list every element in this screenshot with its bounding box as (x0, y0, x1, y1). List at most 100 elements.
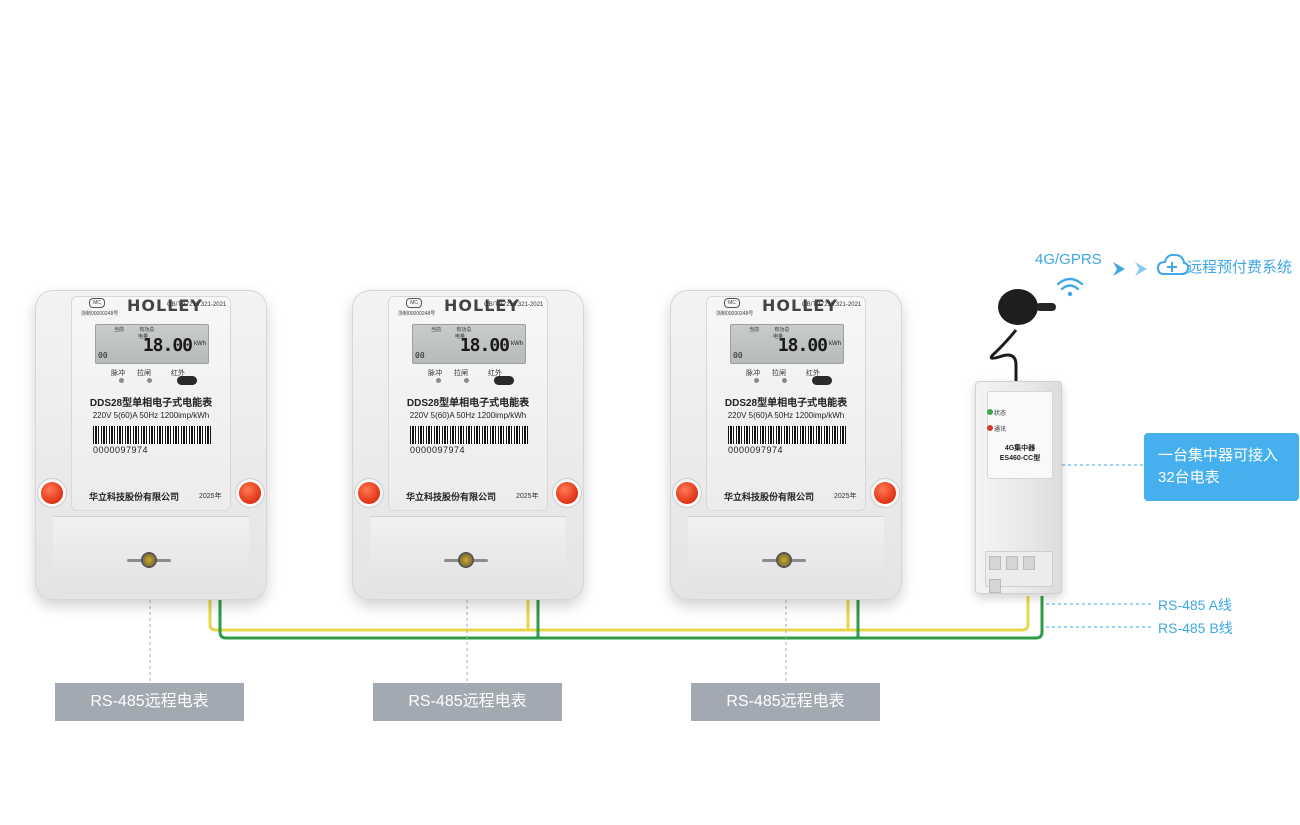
callout-line-2: 32台电表 (1158, 469, 1220, 486)
meter-header: MC 浙制00000248号 HOLLEY GB/T 17215.321-202… (392, 296, 552, 318)
concentrator-panel: 状态 通讯 4G集中器 ES460-CC型 (987, 391, 1053, 479)
trip-label: 拉闸 (454, 370, 468, 377)
meter-model: DDS28型单相电子式电能表 (724, 398, 848, 409)
seal-button-right (556, 482, 578, 504)
callout-line-1: 一台集中器可接入 (1158, 447, 1279, 464)
serial-number: 0000097974 (410, 445, 466, 455)
rs485-a-label: RS-485 A线 (1158, 597, 1232, 613)
license-number: 浙制00000248号 (716, 311, 754, 317)
lcd-label: 当前 (114, 327, 125, 333)
mc-mark: MC (724, 298, 740, 308)
meter-header: MC 浙制00000248号 HOLLEY GB/T 17215.321-202… (710, 296, 870, 318)
lcd-label: 当前 (431, 327, 442, 333)
pulse-label: 脉冲 (111, 370, 125, 377)
comm-led (987, 425, 993, 431)
lcd-display: 当前 有功总 电量 18.00 kWh 00 (730, 324, 844, 364)
serial-number: 0000097974 (728, 445, 784, 455)
rs485-a-wire (208, 596, 1030, 632)
lcd-label: 有功总 (456, 327, 472, 333)
standard-code: GB/T 17215.321-2021 (484, 302, 544, 308)
concentrator-name: 4G集中器 ES460-CC型 (988, 444, 1052, 464)
seal-button-left (41, 482, 63, 504)
lcd-labels: 当前 有功总 电量 (749, 326, 803, 340)
infrared-port (812, 376, 832, 385)
comm-label: 通讯 (994, 427, 1007, 433)
lcd-label: 有功总 (774, 327, 790, 333)
trip-label: 拉闸 (137, 370, 151, 377)
rs485-b-label: RS-485 B线 (1158, 620, 1233, 636)
lcd-display: 当前 有功总 电量 18.00 kWh 00 (412, 324, 526, 364)
lcd-labels: 当前 有功总 电量 (114, 326, 168, 340)
pulse-label: 脉冲 (428, 370, 442, 377)
infrared-label: 红外 (488, 370, 502, 377)
reading-unit: kWh (511, 341, 523, 347)
lcd-sublabel: 电量 (773, 334, 784, 340)
meter-tag: RS-485远程电表 (55, 683, 244, 721)
barcode (728, 426, 846, 444)
cover-screw (143, 554, 155, 566)
terminal (989, 579, 1001, 593)
serial-number: 0000097974 (93, 445, 149, 455)
manufacture-year: 2025年 (516, 493, 539, 500)
seal-button-right (874, 482, 896, 504)
manufacturer: 华立科技股份有限公司 (89, 492, 180, 502)
meter-tag: RS-485远程电表 (691, 683, 880, 721)
meter-spec: 220V 5(60)A 50Hz 1200imp/kWh (92, 411, 210, 420)
meter-tag: RS-485远程电表 (373, 683, 562, 721)
brand-logo: HOLLEY (127, 296, 203, 315)
meter-model: DDS28型单相电子式电能表 (89, 398, 213, 409)
cloud-icon (1156, 253, 1190, 275)
meter-spec: 220V 5(60)A 50Hz 1200imp/kWh (727, 411, 845, 420)
infrared-label: 红外 (171, 370, 185, 377)
seal-button-left (676, 482, 698, 504)
meter-header: MC 浙制00000248号 HOLLEY GB/T 17215.321-202… (75, 296, 235, 318)
electric-meter: MC 浙制00000248号 HOLLEY GB/T 17215.321-202… (35, 290, 267, 600)
gprs-label: 4G/GPRS (1035, 251, 1102, 268)
pulse-label: 脉冲 (746, 370, 760, 377)
trip-label: 拉闸 (772, 370, 786, 377)
trip-led (464, 378, 469, 383)
terminal (989, 556, 1001, 570)
manufacturer: 华立科技股份有限公司 (406, 492, 497, 502)
concentrator-model: ES460-CC型 (999, 455, 1041, 462)
infrared-port (177, 376, 197, 385)
status-led (987, 409, 993, 415)
terminal (1006, 556, 1018, 570)
lcd-segment: 00 (415, 351, 425, 360)
concentrator-type: 4G集中器 (1004, 445, 1036, 452)
infrared-label: 红外 (806, 370, 820, 377)
4g-concentrator: 状态 通讯 4G集中器 ES460-CC型 (975, 381, 1062, 594)
cover-screw (778, 554, 790, 566)
energy-reading: 18.00 (142, 335, 193, 356)
trip-led (147, 378, 152, 383)
lcd-label: 有功总 (139, 327, 155, 333)
antenna-head (998, 289, 1038, 325)
lcd-labels: 当前 有功总 电量 (431, 326, 485, 340)
trip-led (782, 378, 787, 383)
wifi-icon (1056, 277, 1084, 297)
seal-button-left (358, 482, 380, 504)
seal-button-right (239, 482, 261, 504)
barcode (93, 426, 211, 444)
manufacturer: 华立科技股份有限公司 (724, 492, 815, 502)
pulse-led (436, 378, 441, 383)
terminal-block (985, 551, 1053, 593)
lcd-display: 当前 有功总 电量 18.00 kWh 00 (95, 324, 209, 364)
lcd-sublabel: 电量 (138, 334, 149, 340)
mc-mark: MC (406, 298, 422, 308)
lcd-sublabel: 电量 (455, 334, 466, 340)
pulse-led (754, 378, 759, 383)
standard-code: GB/T 17215.321-2021 (167, 302, 227, 308)
lcd-segment: 00 (733, 351, 743, 360)
manufacture-year: 2025年 (834, 493, 857, 500)
cover-screw (460, 554, 472, 566)
capacity-callout: 一台集中器可接入 32台电表 (1144, 433, 1299, 501)
pulse-led (119, 378, 124, 383)
brand-logo: HOLLEY (762, 296, 838, 315)
chevron-right-icon (1113, 262, 1147, 276)
infrared-port (494, 376, 514, 385)
barcode (410, 426, 528, 444)
mc-mark: MC (89, 298, 105, 308)
